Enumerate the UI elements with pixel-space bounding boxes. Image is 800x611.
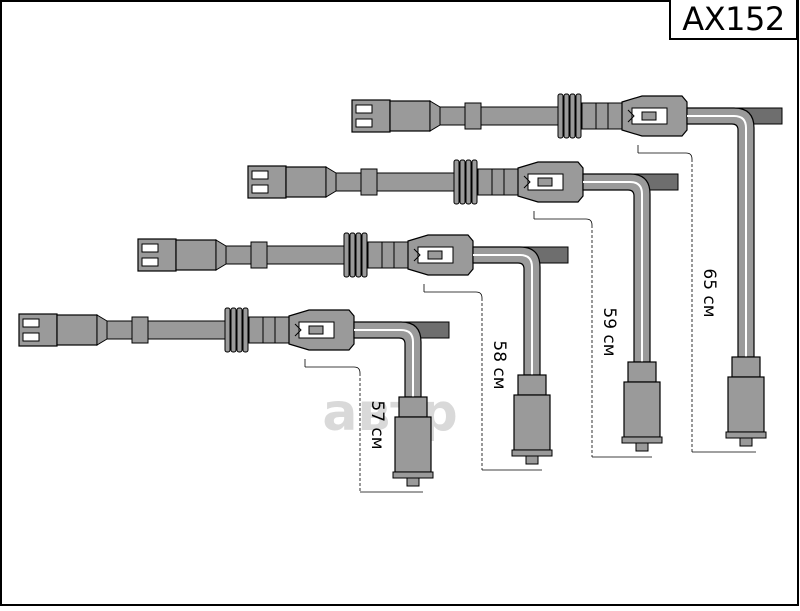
plug-terminal [525,455,539,465]
connector-slot [22,318,40,328]
lead-highlight [583,181,643,362]
boot-rib [242,307,249,353]
plug-boot-base [621,436,663,444]
boot-rib [575,93,582,139]
connector-taper [325,166,337,198]
coupling-pin [641,111,657,121]
wire-clamp [131,316,149,344]
boot-rib [355,232,362,278]
plug-boot-neck [517,374,547,396]
boot-rib [557,93,564,139]
boot-body [477,168,519,196]
plug-boot [394,416,432,473]
coupling-hatch [523,175,531,189]
connector-slot [141,257,159,267]
dimension-corner [353,366,361,374]
coupling-hatch [627,109,635,123]
coupling-hatch [413,248,421,262]
coupling-pin [308,325,324,335]
boot-rib [343,232,350,278]
wire-clamp [360,168,378,196]
connector-body [175,239,217,271]
dimension-corner [685,152,693,160]
connector-slot [141,243,159,253]
connector-body [389,100,431,132]
boot-rib [465,159,472,205]
boot-rib [349,232,356,278]
coupling-pin [537,177,553,187]
connector-slot [22,332,40,342]
length-label-1: 57 см [367,400,387,449]
connector-slot [251,170,269,180]
plug-terminal [739,437,753,447]
connector-taper [96,314,108,346]
length-label-3: 59 см [599,307,619,356]
connector-slot [355,118,373,128]
plug-boot-neck [731,356,761,378]
dimension-corner [585,218,593,226]
boot-rib [453,159,460,205]
length-label-2: 58 см [489,340,509,389]
boot-rib [569,93,576,139]
plug-boot-base [511,449,553,457]
watermark-text: автр [322,383,457,443]
boot-rib [230,307,237,353]
coupling-hatch [294,323,302,337]
plug-boot [513,394,551,451]
wire-clamp [464,102,482,130]
connector-slot [251,184,269,194]
boot-body [367,241,409,269]
boot-body [581,102,623,130]
wire-assembly-2: 58 см [137,232,569,471]
dimension-corner [475,291,483,299]
lead-highlight [473,254,533,375]
wire-assembly-4: 65 см [351,93,783,453]
lead-highlight [687,115,747,357]
plug-boot-neck [398,396,428,418]
length-label-4: 65 см [699,268,719,317]
boot-rib [236,307,243,353]
model-code: AX152 [682,0,785,38]
plug-terminal [406,477,420,487]
boot-rib [459,159,466,205]
boot-rib [224,307,231,353]
connector-body [285,166,327,198]
model-code-box: AX152 [669,0,797,40]
connector-taper [429,100,441,132]
bent-lead [686,107,755,358]
boot-rib [471,159,478,205]
boot-rib [361,232,368,278]
plug-boot [623,381,661,438]
plug-boot-base [392,471,434,479]
wire-assembly-3: 59 см [247,159,679,458]
boot-rib [563,93,570,139]
coupling-pin [427,250,443,260]
plug-boot-neck [627,361,657,383]
wire-clamp [250,241,268,269]
lead-highlight [354,329,414,397]
connector-taper [215,239,227,271]
plug-boot [727,376,765,433]
connector-slot [355,104,373,114]
boot-body [248,316,290,344]
wire-assembly-1: 57 см [18,307,450,493]
plug-terminal [635,442,649,452]
connector-body [56,314,98,346]
plug-boot-base [725,431,767,439]
